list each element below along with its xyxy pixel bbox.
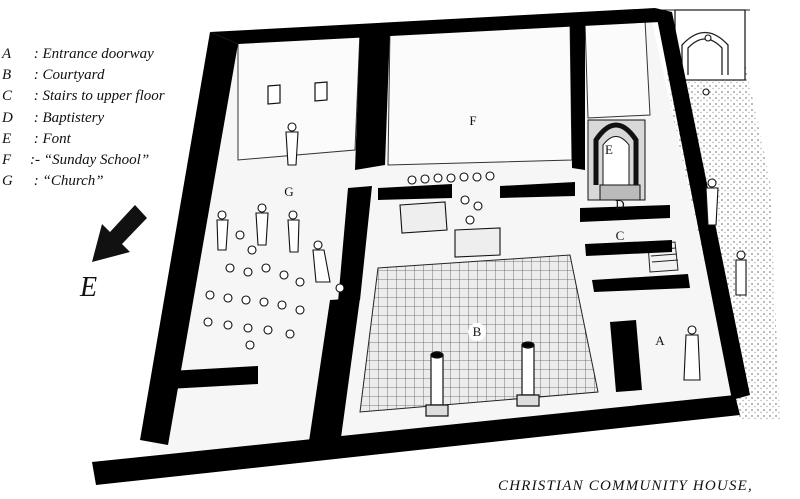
compass-arrow-icon	[92, 205, 147, 262]
legend-row: B : Courtyard	[2, 65, 165, 86]
legend-text: Font	[42, 130, 71, 147]
legend-key: A	[2, 46, 12, 62]
window-slots	[267, 81, 328, 105]
legend-separator: :-	[30, 152, 44, 169]
legend-key: D	[2, 109, 13, 126]
plan-label-d: D	[615, 197, 625, 212]
plan-label-e: E	[605, 142, 613, 157]
back-wall-g	[237, 31, 361, 161]
legend-row: A : Entrance doorway	[2, 44, 165, 65]
legend-key: C	[2, 88, 13, 105]
legend-row: F :- “Sunday School”	[2, 150, 165, 171]
legend-separator: :	[30, 88, 43, 105]
legend-key: B	[2, 67, 12, 84]
legend-text: Entrance doorway	[42, 46, 154, 62]
legend-separator: :	[30, 109, 43, 126]
people-figures	[683, 34, 747, 381]
legend-key: F	[2, 152, 12, 169]
back-wall-e	[584, 19, 651, 119]
baptistery-arch	[587, 119, 646, 201]
courtyard-columns	[425, 341, 540, 417]
legend-key: E	[2, 130, 12, 147]
legend-row: D : Baptistery	[2, 108, 165, 129]
church-figures	[203, 122, 345, 350]
legend-row: C : Stairs to upper floor	[2, 86, 165, 107]
plan-label-g: G	[284, 184, 294, 199]
legend-text: Courtyard	[42, 67, 105, 84]
plan-label-f: F	[469, 113, 477, 128]
sunday-school-figures	[399, 171, 501, 258]
legend-separator: :	[30, 173, 43, 190]
legend-text: Stairs to upper floor	[42, 88, 165, 105]
legend-text: “Sunday School”	[43, 152, 150, 169]
plan-label-b: B	[468, 323, 486, 341]
legend-separator: :	[30, 46, 43, 62]
legend-row: G : “Church”	[2, 171, 165, 192]
legend-text: Baptistery	[42, 109, 105, 126]
back-wall-f	[387, 19, 573, 166]
legend-row: E : Font	[2, 129, 165, 150]
plan-label-c: C	[615, 228, 625, 243]
walls	[92, 8, 750, 485]
caption: CHRISTIAN COMMUNITY HOUSE,	[498, 478, 753, 494]
legend-separator: :	[30, 67, 43, 84]
legend-separator: :	[30, 130, 43, 147]
legend-key: G	[2, 173, 13, 190]
compass-direction-label: E	[80, 272, 98, 303]
legend-text: “Church”	[42, 173, 104, 190]
plan-label-a: A	[655, 333, 665, 348]
